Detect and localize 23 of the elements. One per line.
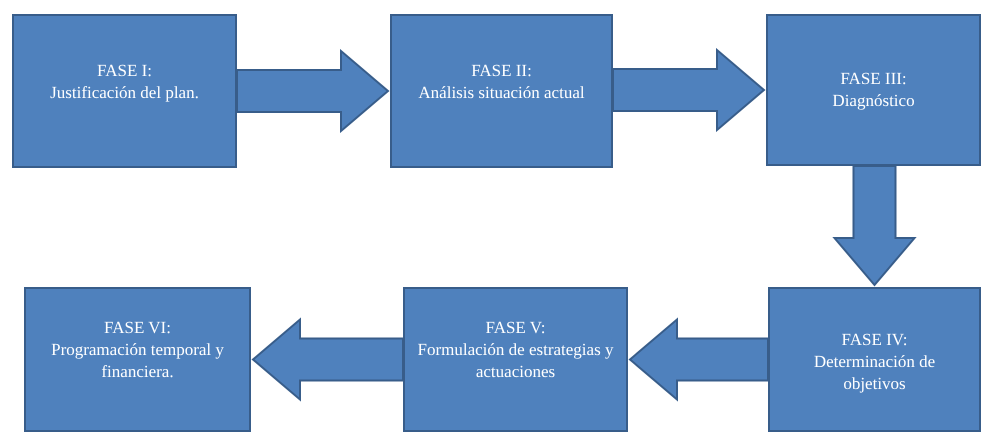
phase-title: FASE VI: (104, 317, 171, 339)
block-arrow (612, 48, 766, 132)
phase-description: Formulación de estrategias y actuaciones (417, 339, 614, 383)
phase-description: Justificación del plan. (50, 82, 199, 104)
block-arrow (236, 48, 390, 134)
phase-box (24, 287, 251, 432)
phase-title: FASE I: (97, 60, 152, 82)
phase-title: FASE III: (840, 68, 907, 90)
phase-description: Diagnóstico (832, 90, 915, 112)
phase-description: Análisis situación actual (418, 82, 585, 104)
phase-box (766, 14, 981, 166)
block-arrow (832, 165, 917, 287)
phase-title: FASE II: (471, 60, 532, 82)
phase-box (403, 287, 628, 432)
block-arrow (628, 317, 769, 402)
phase-box (390, 14, 613, 168)
phase-description: Programación temporal y financiera. (50, 339, 225, 383)
block-arrow (251, 317, 404, 402)
phase-box (12, 14, 237, 168)
phase-title: FASE V: (486, 317, 546, 339)
phase-description: Determinación de objetivos (812, 351, 936, 395)
phase-box (768, 287, 981, 432)
phase-title: FASE IV: (842, 329, 908, 351)
